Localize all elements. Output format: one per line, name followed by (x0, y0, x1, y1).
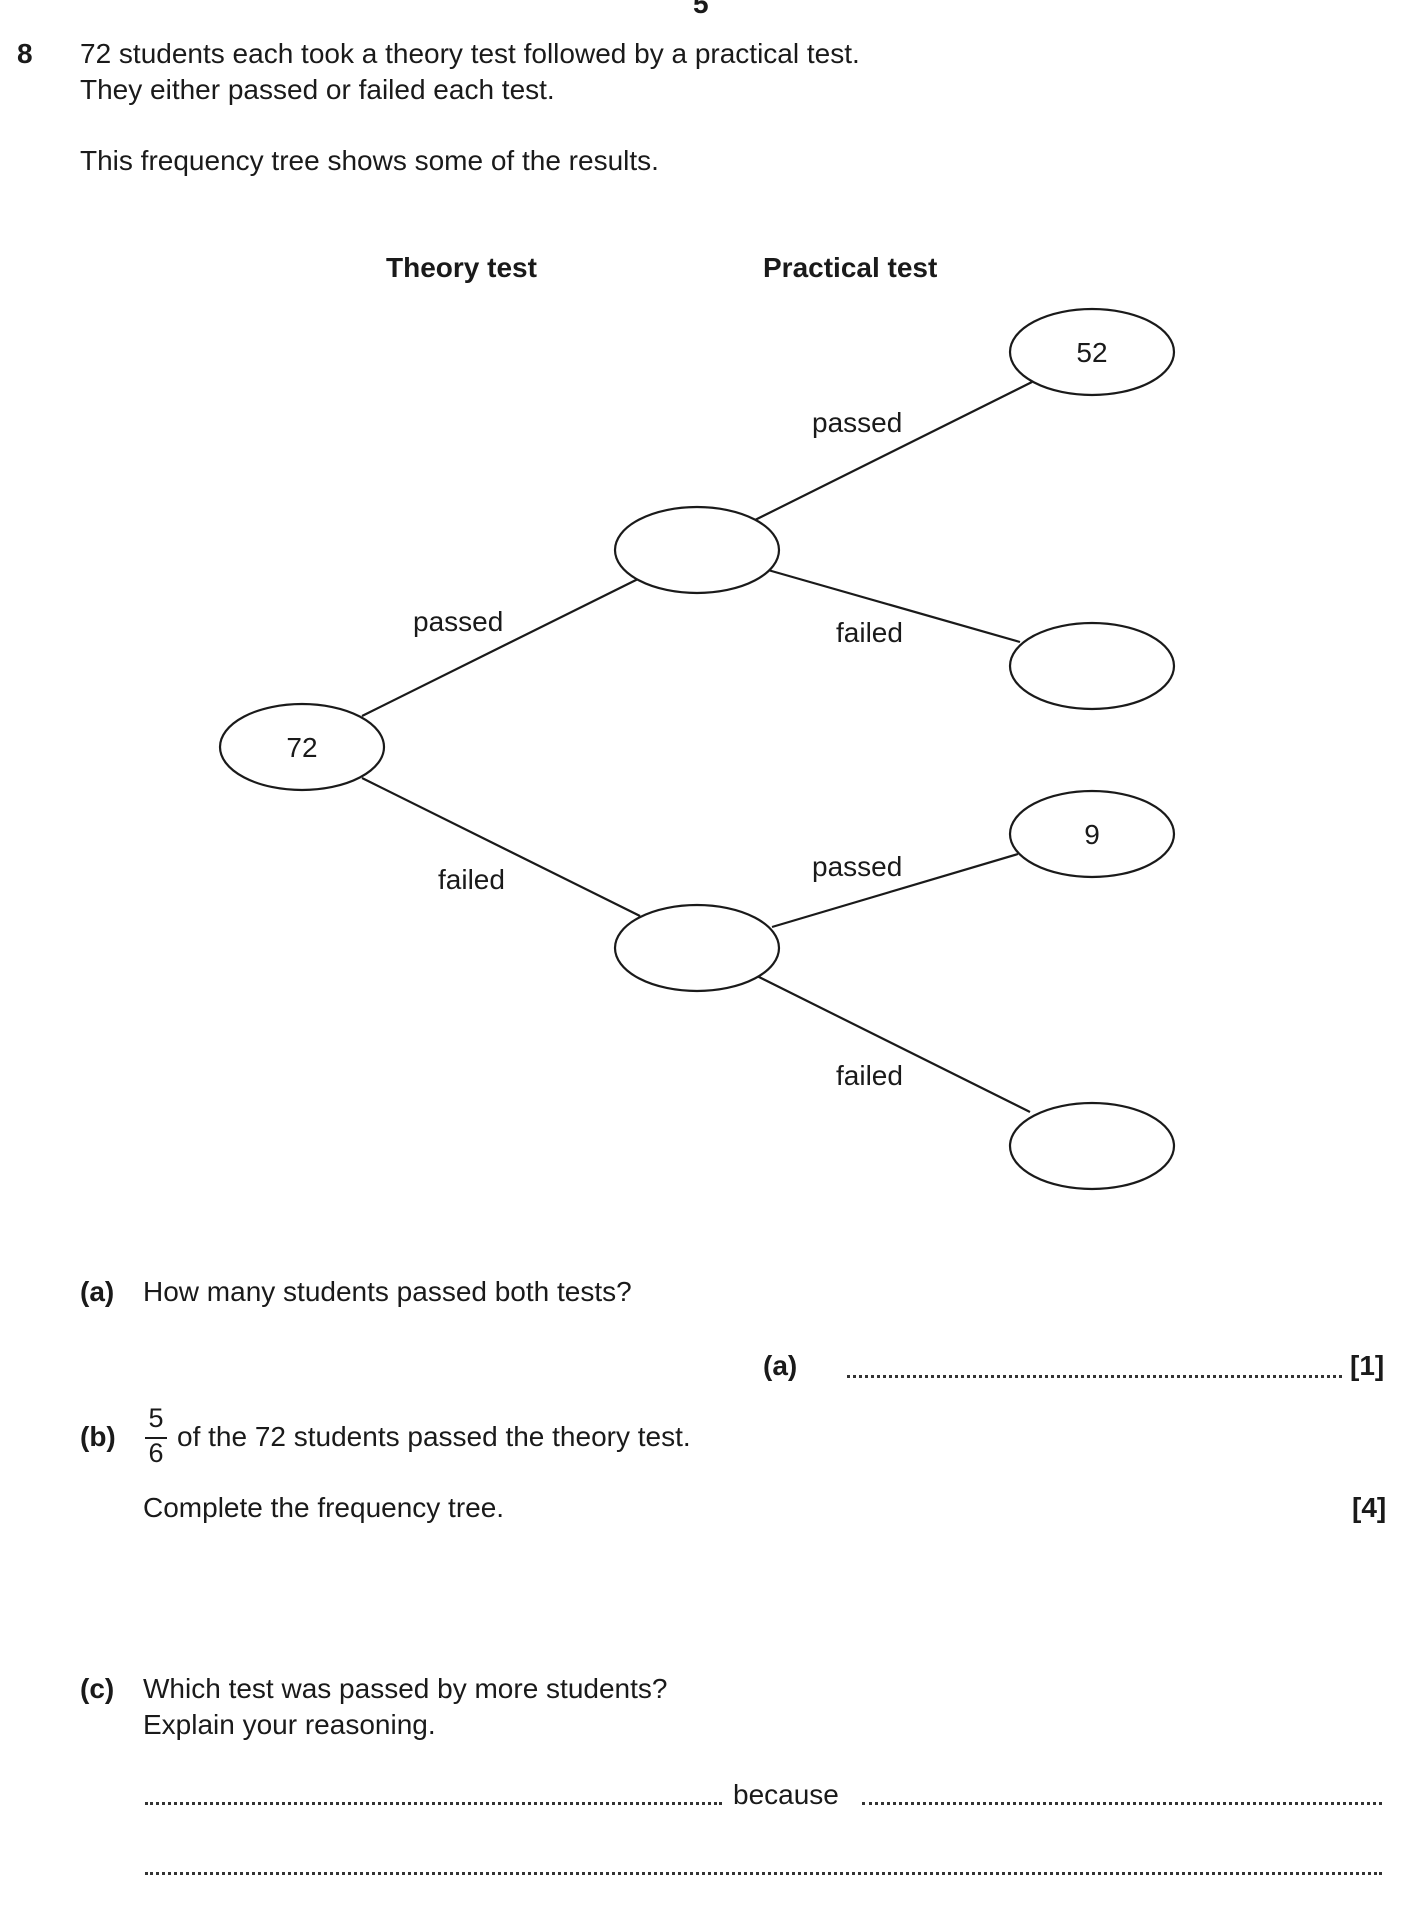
leaf-ff-node[interactable] (1008, 1101, 1176, 1191)
label-pf: failed (836, 617, 903, 648)
leaf-fp-node (1008, 789, 1176, 879)
part-c-because: because (733, 1779, 839, 1810)
part-c-answer-line-1a[interactable] (145, 1802, 722, 1805)
root-value: 72 (286, 732, 317, 763)
intro-line-3: This frequency tree shows some of the re… (80, 145, 659, 176)
part-b-text: of the 72 students passed the theory tes… (177, 1421, 691, 1452)
fraction-bar (145, 1437, 167, 1439)
label-theory-passed: passed (413, 606, 503, 637)
part-a-question: How many students passed both tests? (143, 1276, 632, 1307)
branch-theory-passed (361, 577, 641, 717)
branch-ff (754, 974, 1031, 1113)
header-theory: Theory test (386, 252, 537, 283)
part-c-answer-line-1b[interactable] (862, 1802, 1382, 1805)
question-number: 8 (17, 38, 33, 69)
part-b-instruction: Complete the frequency tree. (143, 1492, 505, 1523)
part-a-answer-line[interactable] (847, 1375, 1342, 1378)
intro-line-1: 72 students each took a theory test foll… (80, 38, 860, 69)
branch-fp (771, 852, 1019, 929)
frequency-tree: Theory test Practical test 72 52 9 passe… (218, 252, 1176, 1191)
node-theory-pass[interactable] (613, 505, 781, 595)
root-node (218, 702, 386, 792)
part-a-label: (a) (80, 1276, 115, 1307)
part-b-marks: [4] (1352, 1492, 1387, 1523)
part-c-line1: Which test was passed by more students? (143, 1673, 668, 1704)
part-c-answer-line-2[interactable] (145, 1872, 1382, 1875)
fraction-numerator: 5 (148, 1403, 164, 1433)
branch-theory-failed (361, 777, 641, 917)
label-ff: failed (836, 1060, 903, 1091)
leaf-pp-node (1008, 307, 1176, 397)
node-theory-fail[interactable] (613, 903, 781, 993)
leaf-pp-value: 52 (1076, 337, 1107, 368)
label-theory-failed: failed (438, 864, 505, 895)
label-pp: passed (812, 407, 902, 438)
leaf-pf-node[interactable] (1008, 621, 1176, 711)
part-a-marks: [1] (1350, 1350, 1385, 1381)
part-b-label: (b) (80, 1421, 116, 1452)
branch-pf (767, 568, 1021, 644)
intro-line-2: They either passed or failed each test. (80, 74, 555, 105)
leaf-fp-value: 9 (1084, 819, 1100, 850)
part-a-answer-label: (a) (763, 1350, 798, 1381)
page-number: 5 (693, 0, 709, 19)
fraction-denominator: 6 (148, 1438, 164, 1468)
header-practical: Practical test (763, 252, 937, 283)
part-c-line2: Explain your reasoning. (143, 1709, 436, 1740)
part-c-label: (c) (80, 1673, 115, 1704)
branch-pp (754, 381, 1033, 521)
label-fp: passed (812, 851, 902, 882)
